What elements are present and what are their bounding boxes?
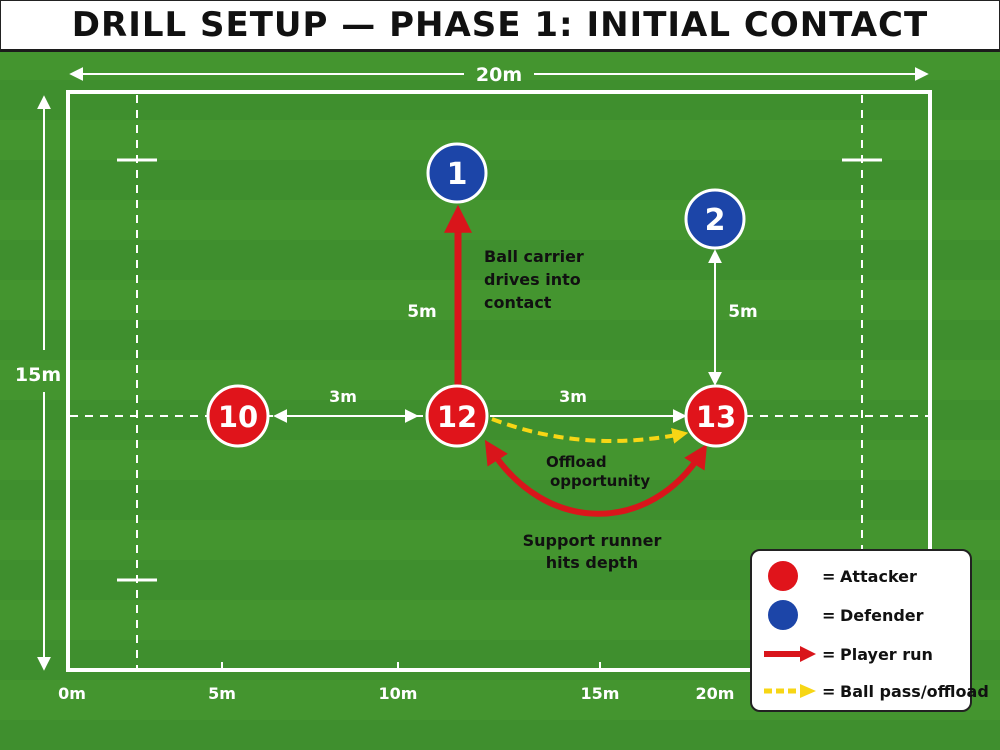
defender-2: 2 xyxy=(684,188,746,250)
ball-carrier-line-1: Ball carrier xyxy=(484,247,584,266)
distance-label-13-2: 5m xyxy=(728,302,758,322)
defender-1-number: 1 xyxy=(447,157,468,192)
distance-label-12-1: 5m xyxy=(407,302,437,322)
defender-dot-icon xyxy=(768,600,798,630)
axis-label-15m: 15m xyxy=(581,684,620,703)
offload-line-2: opportunity xyxy=(550,472,650,490)
offload-annotation: Offload opportunity xyxy=(546,453,650,490)
attacker-12-number: 12 xyxy=(437,400,477,434)
bottom-ticks xyxy=(221,662,601,672)
support-line-1: Support runner xyxy=(523,531,662,550)
axis-label-0m: 0m xyxy=(58,684,86,703)
yellow-dashed-arrow-icon xyxy=(764,684,816,698)
legend-item-defender: = Defender xyxy=(764,600,924,630)
legend-label-ball-pass: Ball pass/offload xyxy=(840,681,989,701)
red-arrow-icon xyxy=(764,646,816,662)
legend-item-ball-pass: = Ball pass/offload xyxy=(764,676,989,706)
legend-equals: = xyxy=(822,605,836,625)
ball-carrier-line-3: contact xyxy=(484,293,552,312)
distance-label-12-13: 3m xyxy=(559,387,587,406)
attacker-dot-icon xyxy=(768,561,798,591)
distance-label-10-12: 3m xyxy=(329,387,357,406)
title-bar: DRILL SETUP — PHASE 1: INITIAL CONTACT xyxy=(0,0,1000,52)
support-run-arrow xyxy=(484,439,708,517)
attacker-12: 12 xyxy=(425,384,489,448)
support-annotation: Support runner hits depth xyxy=(523,531,662,572)
attacker-13: 13 xyxy=(684,384,748,448)
axis-label-10m: 10m xyxy=(379,684,418,703)
legend-equals: = xyxy=(822,681,836,701)
axis-label-20m: 20m xyxy=(696,684,735,703)
legend-equals: = xyxy=(822,644,836,664)
defender-1: 1 xyxy=(426,142,488,204)
legend-item-attacker: = Attacker xyxy=(764,561,917,591)
defender-2-number: 2 xyxy=(705,203,726,238)
width-label: 20m xyxy=(476,64,522,86)
attacker-13-number: 13 xyxy=(696,400,736,434)
support-line-2: hits depth xyxy=(546,553,638,572)
offload-line-1: Offload xyxy=(546,453,607,471)
legend-label-attacker: Attacker xyxy=(840,566,917,586)
axis-label-5m: 5m xyxy=(208,684,236,703)
page-title: DRILL SETUP — PHASE 1: INITIAL CONTACT xyxy=(71,5,929,45)
legend-equals: = xyxy=(822,566,836,586)
legend: = Attacker = Defender = Player run xyxy=(750,549,989,712)
legend-label-player-run: Player run xyxy=(840,644,933,664)
offload-pass-arrow xyxy=(491,417,689,444)
attacker-10-number: 10 xyxy=(218,400,258,434)
pitch-boundary xyxy=(66,90,932,672)
attacker-10: 10 xyxy=(206,384,270,448)
height-label: 15m xyxy=(15,364,61,386)
ball-carrier-line-2: drives into xyxy=(484,270,581,289)
ball-carrier-annotation: Ball carrier drives into contact xyxy=(484,247,584,312)
legend-item-player-run: = Player run xyxy=(764,639,933,669)
legend-label-defender: Defender xyxy=(840,605,924,625)
